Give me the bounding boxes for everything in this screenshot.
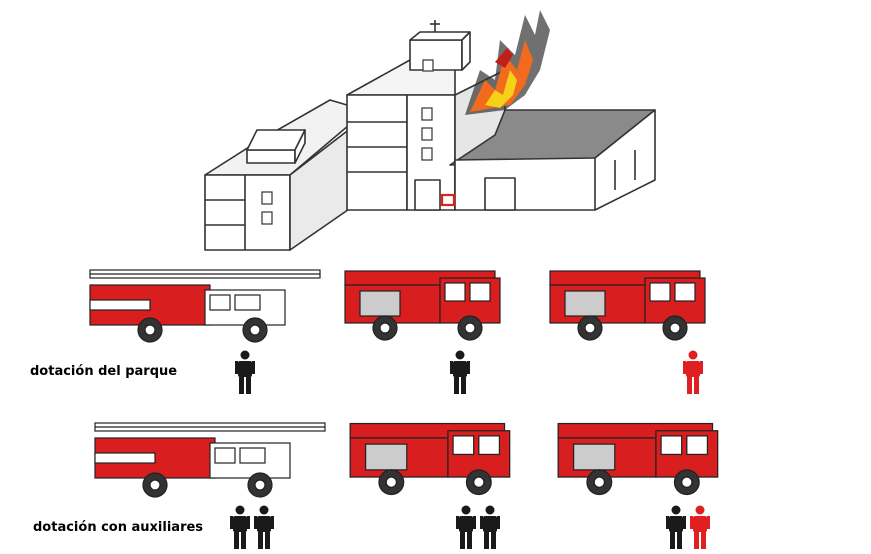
crew-group (235, 350, 255, 394)
crew-group (666, 505, 710, 549)
firefighter-figure (235, 350, 255, 394)
firefighter-figure (230, 505, 250, 549)
crew-group (450, 350, 470, 394)
pump-truck (344, 270, 501, 341)
crew-group (456, 505, 500, 549)
ladder-truck (94, 422, 326, 498)
row-label-parque: dotación del parque (30, 364, 178, 379)
row-label-auxiliares: dotación con auxiliares (33, 520, 204, 535)
firefighter-figure (666, 505, 686, 549)
ladder-truck (89, 269, 321, 343)
firefighter-figure (254, 505, 274, 549)
building-illustration (204, 10, 656, 251)
firefighter-figure (480, 505, 500, 549)
pump-truck (549, 270, 706, 341)
crew-group (230, 505, 274, 549)
pump-truck (349, 422, 511, 496)
firefighter-figure (456, 505, 476, 549)
firefighter-figure (690, 505, 710, 549)
firefighter-figure (683, 350, 703, 394)
crew-group (683, 350, 703, 394)
firefighter-figure (450, 350, 470, 394)
pump-truck (557, 422, 719, 496)
fire-flames (465, 10, 550, 115)
